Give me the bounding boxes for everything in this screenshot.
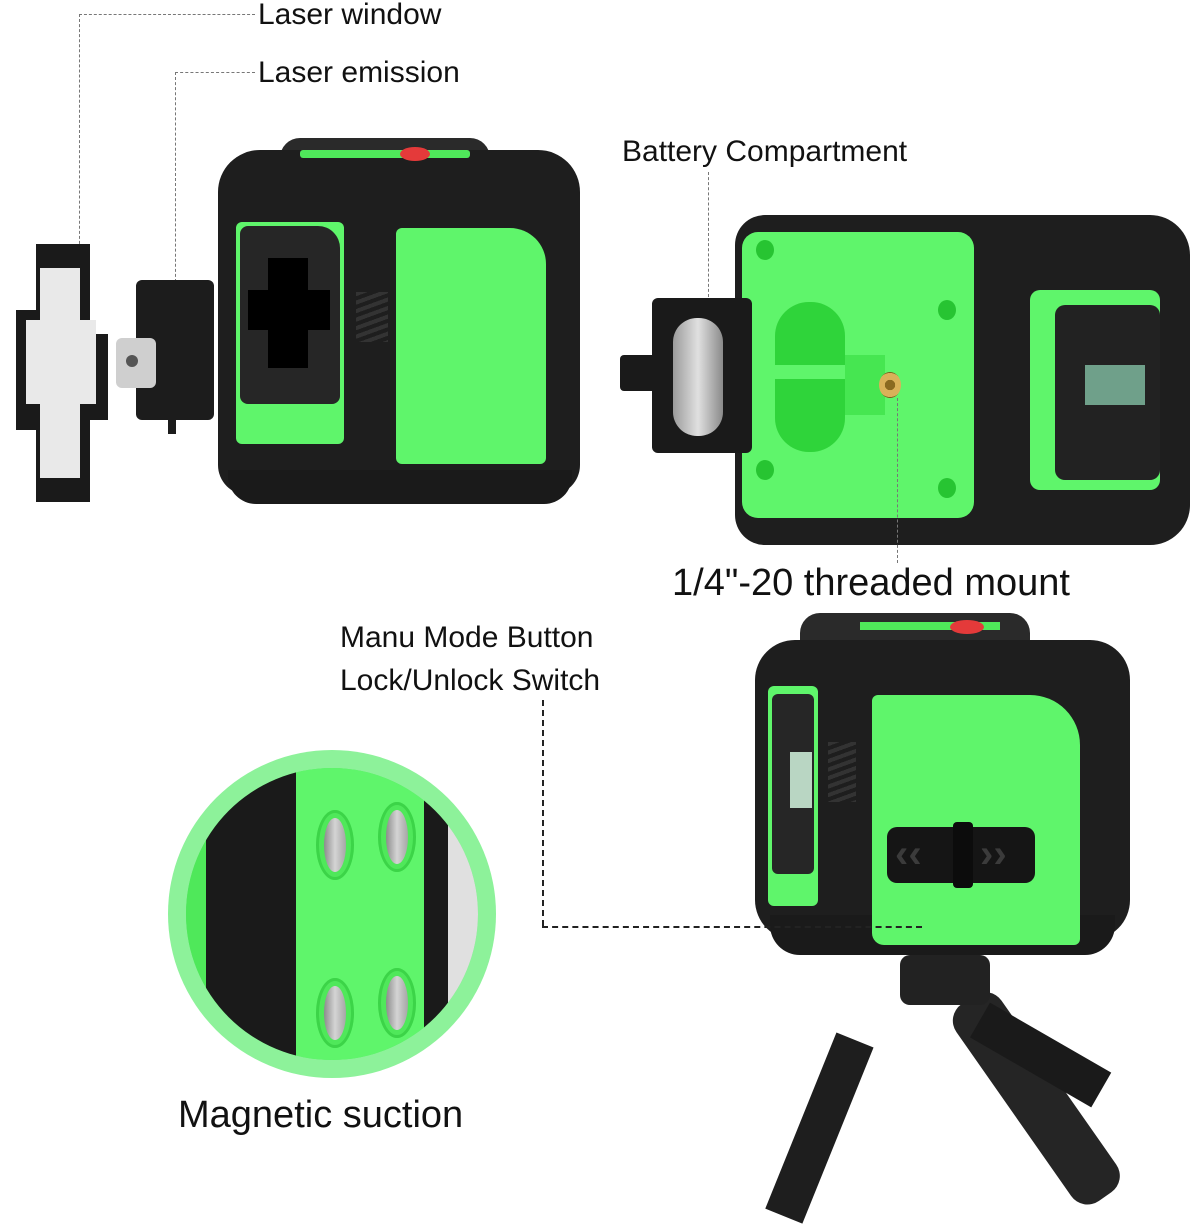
screw-hole — [938, 300, 956, 320]
device-front-panel — [396, 228, 546, 464]
callout-battery-compartment: Battery Compartment — [622, 135, 908, 168]
laser-window-glass — [790, 752, 812, 808]
leader-line-laser-window-h — [79, 14, 255, 15]
vent-grille-icon — [828, 742, 856, 802]
magnet-closeup — [186, 768, 478, 1060]
magnet-icon — [316, 810, 354, 880]
battery-divider — [770, 365, 850, 379]
power-button-icon — [400, 147, 430, 161]
magnet-icon — [378, 968, 416, 1038]
battery-contact-plate — [673, 318, 723, 436]
device-top-stripe — [860, 622, 1000, 630]
device-black-edge — [424, 788, 448, 1048]
laser-window-glass — [1085, 365, 1145, 405]
leader-line-laser-emission-v — [175, 72, 176, 287]
callout-threaded-mount: 1/4"-20 threaded mount — [672, 562, 1070, 604]
leader-line-switch-h — [542, 926, 922, 928]
battery-slot — [845, 355, 885, 415]
device-base — [228, 470, 572, 504]
laser-window-glass — [26, 320, 96, 404]
cross-opening-icon — [248, 290, 330, 330]
screw-hole — [756, 460, 774, 480]
frame-notch — [16, 244, 36, 310]
vent-grille-icon — [356, 292, 388, 342]
callout-laser-emission: Laser emission — [258, 56, 460, 89]
emitter-aperture-icon — [126, 355, 138, 367]
leader-line-threaded-mount — [897, 398, 898, 563]
switch-knob — [953, 822, 973, 888]
leader-line-laser-window-v — [79, 14, 80, 254]
magnet-icon — [316, 978, 354, 1048]
emitter-pin — [168, 418, 176, 434]
frame-notch — [90, 420, 108, 502]
battery-lid-latch — [620, 355, 656, 391]
tripod-leg — [765, 1032, 874, 1224]
threaded-mount-icon — [879, 372, 901, 398]
device-top-stripe — [300, 150, 470, 158]
tripod-head — [900, 955, 990, 1005]
frame-notch — [90, 244, 108, 334]
screw-hole — [938, 478, 956, 498]
callout-lock-unlock-switch: Lock/Unlock Switch — [340, 664, 601, 697]
leader-line-battery — [708, 172, 709, 297]
device-black-edge — [206, 768, 296, 1060]
device-front-panel — [872, 695, 1080, 945]
power-button-icon — [950, 620, 984, 634]
callout-laser-window: Laser window — [258, 0, 442, 31]
chevron-left-icon: ‹‹ — [895, 832, 922, 876]
callout-magnetic-suction: Magnetic suction — [178, 1094, 464, 1136]
device-grey-edge — [448, 788, 478, 1048]
chevron-right-icon: ›› — [980, 832, 1007, 876]
frame-notch — [16, 430, 36, 502]
screw-hole — [756, 240, 774, 260]
callout-manu-mode-button: Manu Mode Button — [340, 621, 594, 654]
magnet-icon — [378, 802, 416, 872]
tripod-leg — [944, 984, 1128, 1213]
leader-line-laser-emission-h — [175, 72, 255, 73]
leader-line-switch-v — [542, 700, 544, 926]
